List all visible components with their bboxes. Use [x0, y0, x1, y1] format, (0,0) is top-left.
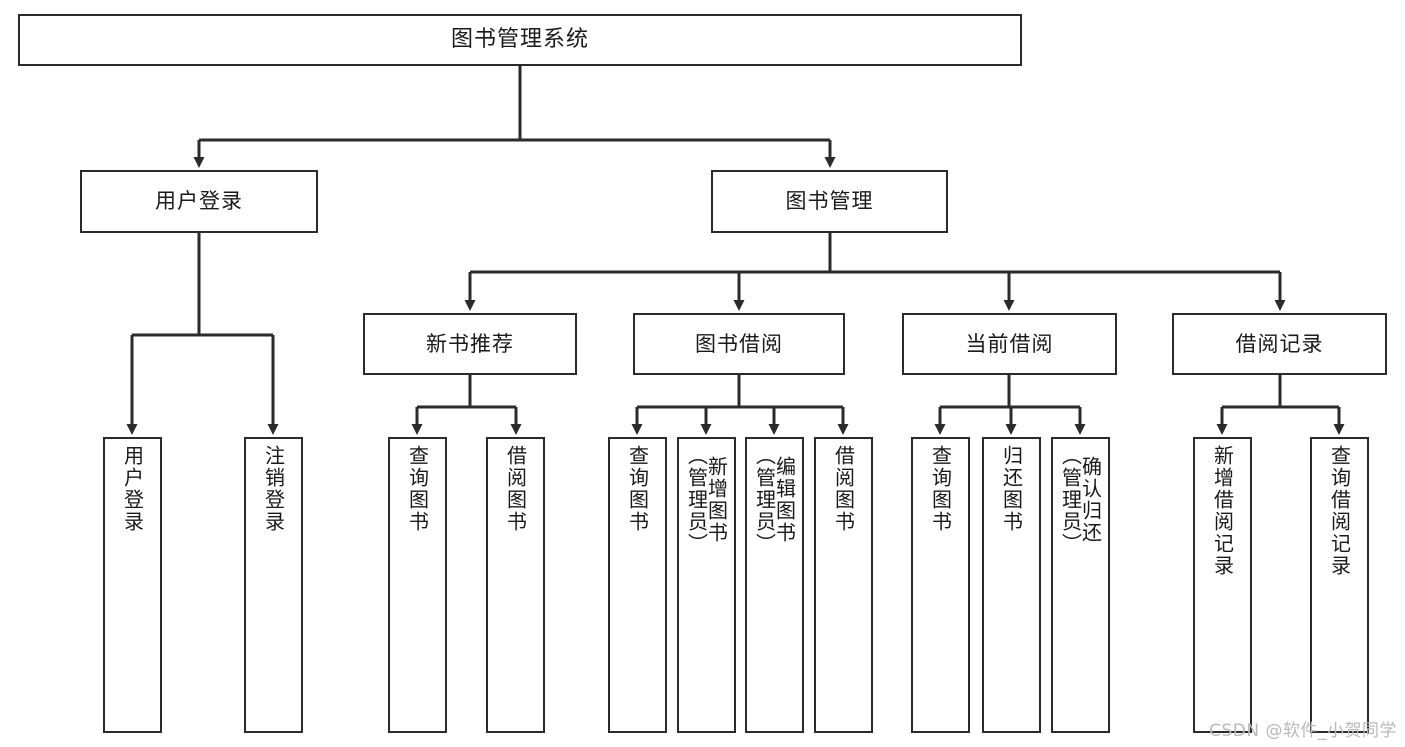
node-leaf-add-book-admin[interactable]: 新增图书 （管理员）	[677, 437, 736, 733]
node-label: 查询图书	[625, 445, 650, 533]
node-label: 图书管理系统	[450, 27, 589, 53]
node-label: 当前借阅	[965, 331, 1054, 356]
node-leaf-add-borrow-record[interactable]: 新增借阅记录	[1193, 437, 1252, 733]
node-label: 借阅记录	[1235, 331, 1324, 356]
node-leaf-query-book[interactable]: 查询图书	[608, 437, 667, 733]
node-current-borrow[interactable]: 当前借阅	[902, 313, 1117, 375]
node-label: 查询图书	[405, 445, 430, 533]
node-label: 图书借阅	[695, 331, 783, 356]
node-label: 借阅图书	[503, 445, 528, 533]
node-label: 确认归还 （管理员）	[1058, 445, 1103, 555]
node-new-book-recommend[interactable]: 新书推荐	[363, 313, 577, 375]
node-label: 编辑图书 （管理员）	[752, 445, 797, 555]
node-leaf-edit-book-admin[interactable]: 编辑图书 （管理员）	[745, 437, 804, 733]
csdn-watermark: CSDN @软件_小贺同学	[1209, 721, 1397, 741]
node-label: 归还图书	[999, 445, 1024, 533]
node-leaf-borrow-book-recommend[interactable]: 借阅图书	[486, 437, 545, 733]
node-leaf-query-book-current[interactable]: 查询图书	[911, 437, 970, 733]
node-book-management[interactable]: 图书管理	[711, 170, 948, 233]
node-root-book-management-system[interactable]: 图书管理系统	[18, 14, 1022, 66]
node-leaf-user-login[interactable]: 用户登录	[103, 437, 162, 733]
node-label: 借阅图书	[831, 445, 856, 533]
node-label: 新书推荐	[426, 331, 514, 356]
node-label: 用户登录	[120, 445, 145, 533]
node-label: 注销登录	[261, 445, 286, 533]
node-label: 查询图书	[928, 445, 953, 533]
node-leaf-query-borrow-record[interactable]: 查询借阅记录	[1310, 437, 1369, 733]
node-label: 查询借阅记录	[1327, 445, 1352, 577]
node-label: 新增图书 （管理员）	[684, 445, 729, 555]
node-user-login[interactable]: 用户登录	[80, 170, 318, 233]
node-book-borrow[interactable]: 图书借阅	[633, 313, 845, 375]
node-leaf-confirm-return-admin[interactable]: 确认归还 （管理员）	[1051, 437, 1110, 733]
node-borrow-record[interactable]: 借阅记录	[1172, 313, 1387, 375]
node-label: 图书管理	[785, 189, 874, 214]
node-leaf-query-book-recommend[interactable]: 查询图书	[388, 437, 447, 733]
node-leaf-borrow-book[interactable]: 借阅图书	[814, 437, 873, 733]
node-label: 用户登录	[155, 189, 243, 214]
node-leaf-return-book[interactable]: 归还图书	[982, 437, 1041, 733]
node-label: 新增借阅记录	[1210, 445, 1235, 577]
node-leaf-logout[interactable]: 注销登录	[244, 437, 303, 733]
